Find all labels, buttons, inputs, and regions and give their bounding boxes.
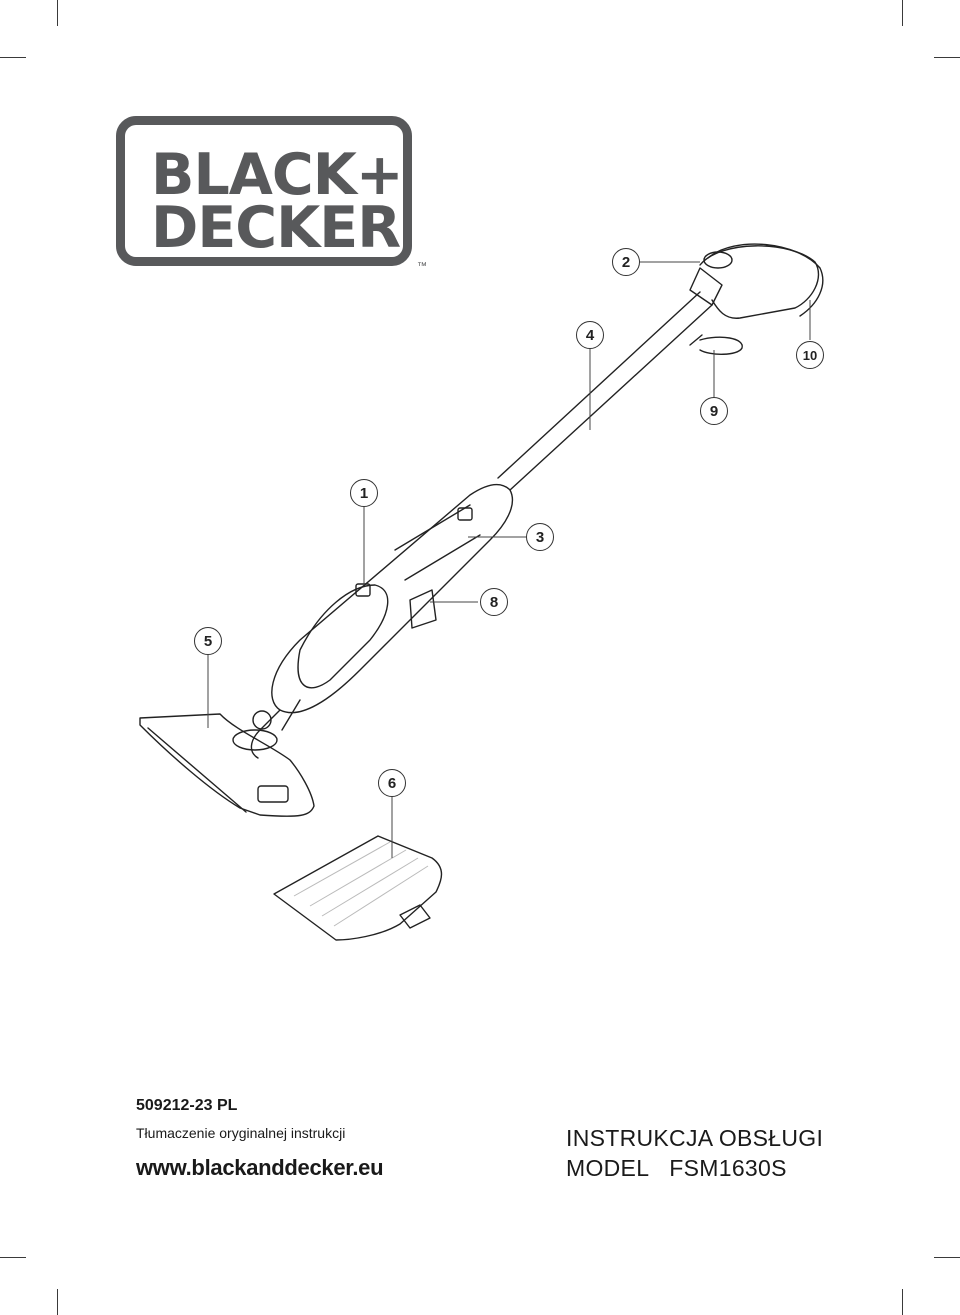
logo-line-1: BLACK+ [151,142,404,208]
manual-title: INSTRUKCJA OBSŁUGI [566,1125,824,1151]
pole-collar [689,334,703,346]
mop-head-clip [257,785,289,803]
handle-grip [699,245,820,319]
cord-hook [699,336,743,355]
callout-10: 10 [796,341,824,369]
callout-1: 1 [350,479,378,507]
tank-release [409,589,437,629]
water-tank [297,584,389,689]
callout-8: 8 [480,588,508,616]
model-number: FSM1630S [669,1155,787,1181]
translation-note: Tłumaczenie oryginalnej instrukcji [136,1125,346,1141]
pad-tab [399,904,431,929]
callout-5: 5 [194,627,222,655]
steam-selector-button [457,507,473,521]
logo-line-2: DECKER [151,195,401,261]
handle-grip-outline [707,243,824,317]
callout-6: 6 [378,769,406,797]
handle-neck [689,267,723,306]
crop-mark [57,0,58,26]
callout-4: 4 [576,321,604,349]
callout-2: 2 [612,248,640,276]
main-body [271,483,514,714]
crop-mark [902,0,903,26]
microfibre-pad [273,835,443,941]
crop-mark [934,1257,960,1258]
crop-mark [902,1289,903,1315]
model-line: MODEL FSM1630S [566,1155,807,1182]
crop-mark [0,1257,26,1258]
website-url: www.blackanddecker.eu [136,1155,384,1180]
callout-9: 9 [700,397,728,425]
swivel-joint [252,710,272,730]
crop-mark [0,57,26,58]
trademark-symbol: ™ [417,261,427,272]
mop-head-edge [147,727,247,813]
callout-3: 3 [526,523,554,551]
crop-mark [57,1289,58,1315]
power-button [355,583,371,597]
mop-head [139,713,315,817]
crop-mark [934,57,960,58]
pad-stripes [293,841,429,927]
body-panel [394,504,481,581]
model-label: MODEL [566,1155,650,1181]
swivel-base [232,729,278,751]
steam-trigger [703,251,733,269]
document-number: 509212-23 PL [136,1097,238,1114]
brand-logo: BLACK+ DECKER [116,116,412,266]
upper-pole [497,291,713,491]
